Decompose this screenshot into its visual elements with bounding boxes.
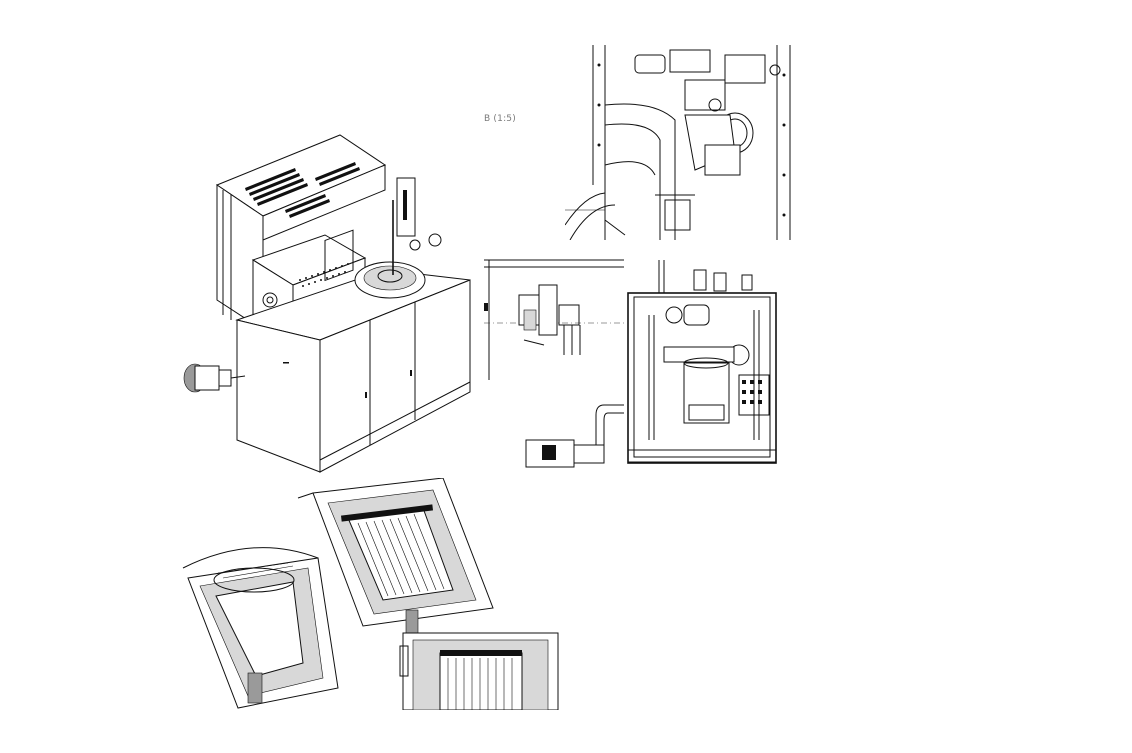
crucible-cutaway-drawing [182, 478, 559, 710]
detail-b-piping-drawing [565, 45, 791, 240]
furnace-isometric-drawing [183, 134, 471, 473]
front-section-drawing [484, 259, 777, 468]
detail-b-label: B (1:5) [484, 114, 516, 124]
